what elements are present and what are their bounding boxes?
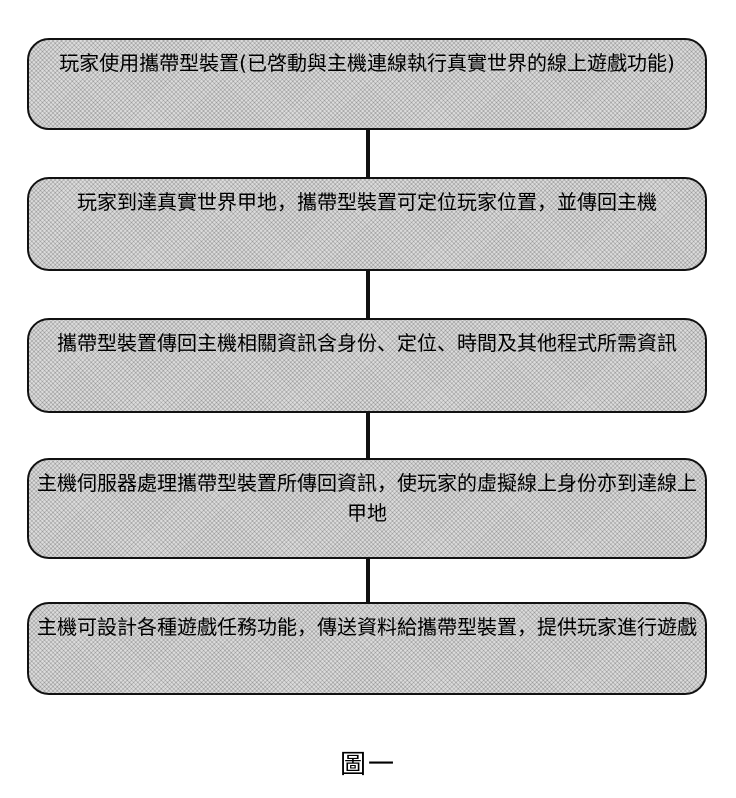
flow-step-4-text: 主機伺服器處理攜帶型裝置所傳回資訊，使玩家的虛擬線上身份亦到達線上甲地 (37, 471, 697, 525)
flow-step-2-box: 玩家到達真實世界甲地，攜帶型裝置可定位玩家位置，並傳回主機 (27, 177, 707, 271)
flow-step-2-text: 玩家到達真實世界甲地，攜帶型裝置可定位玩家位置，並傳回主機 (77, 190, 657, 214)
flow-step-1-box: 玩家使用攜帶型裝置(已啓動與主機連線執行真實世界的線上遊戲功能) (27, 38, 707, 130)
connector-line-4 (366, 559, 370, 602)
connector-line-2 (366, 271, 370, 318)
flow-step-3-text: 攜帶型裝置傳回主機相關資訊含身份、定位、時間及其他程式所需資訊 (57, 331, 677, 355)
flow-step-3-box: 攜帶型裝置傳回主機相關資訊含身份、定位、時間及其他程式所需資訊 (27, 318, 707, 413)
figure-caption: 圖一 (339, 750, 396, 780)
flow-step-4-box: 主機伺服器處理攜帶型裝置所傳回資訊，使玩家的虛擬線上身份亦到達線上甲地 (27, 458, 707, 559)
connector-line-1 (366, 130, 370, 177)
flow-step-1-text: 玩家使用攜帶型裝置(已啓動與主機連線執行真實世界的線上遊戲功能) (59, 51, 675, 75)
connector-line-3 (366, 413, 370, 458)
flow-step-5-box: 主機可設計各種遊戲任務功能，傳送資料給攜帶型裝置，提供玩家進行遊戲 (27, 602, 707, 695)
flow-step-5-text: 主機可設計各種遊戲任務功能，傳送資料給攜帶型裝置，提供玩家進行遊戲 (37, 615, 697, 639)
